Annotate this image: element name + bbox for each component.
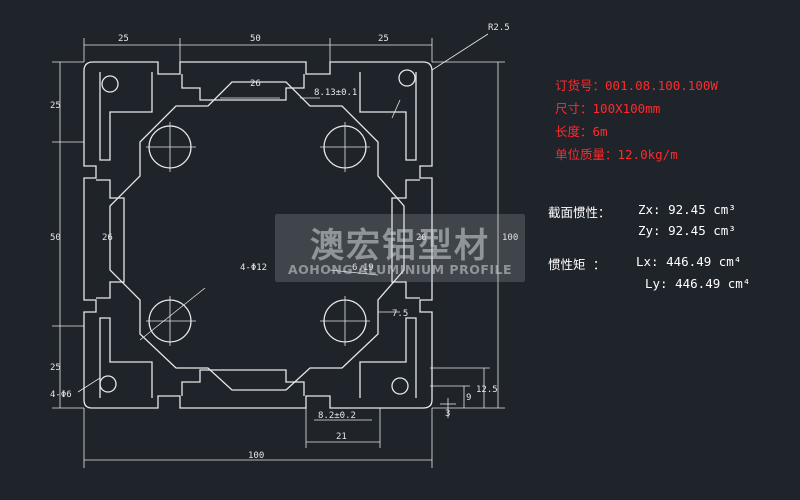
weight-row: 单位质量：12.0kg/m [555, 144, 678, 163]
corner-channel-br [359, 317, 417, 398]
label-wall: 6.19 [352, 263, 374, 273]
corner-hole-bl [99, 375, 117, 393]
zx-value: Zx: 92.45 cm³ [638, 202, 736, 217]
label-slot-top: 8.13±0.1 [314, 88, 357, 98]
watermark-cn: 澳宏铝型材 [310, 226, 490, 266]
dim-top-left: 25 [118, 34, 129, 44]
dim-top-right: 25 [378, 34, 389, 44]
dimension-lines: 25 50 25 25 50 25 100 100 R2.5 26 26 26 … [50, 23, 518, 468]
dim-bottom: 100 [248, 451, 264, 461]
label-rib: 7.5 [392, 309, 408, 319]
size-label: 尺寸： [555, 101, 593, 116]
label-d1: 12.5 [476, 385, 498, 395]
size-row: 尺寸：100X100mm [555, 98, 660, 117]
corner-channel-bl [99, 317, 153, 398]
ly-value: Ly: 446.49 cm⁴ [645, 276, 751, 291]
moment-label: 惯性矩 ： [548, 257, 606, 272]
length-row: 长度：6m [555, 121, 608, 140]
outer-contour [83, 61, 433, 409]
label-top-width: 26 [250, 79, 261, 89]
corner-hole-tr [398, 69, 416, 87]
slot-bottom [181, 369, 305, 396]
center-lines [139, 122, 370, 346]
zy-value: Zy: 92.45 cm³ [638, 223, 736, 238]
slot-right [391, 179, 420, 299]
slot-top [181, 74, 305, 101]
section-label: 截面惯性： [548, 205, 611, 220]
corner-channel-tr [359, 72, 417, 161]
watermark-en: AOHONG ALUMINIUM PROFILE [287, 262, 513, 277]
label-hole: 4-Φ12 [240, 263, 267, 273]
label-corner-hole: 4-Φ6 [50, 390, 72, 400]
weight-value: 12.0kg/m [617, 147, 678, 162]
size-value: 100X100mm [592, 101, 661, 116]
dim-left-mid: 50 [50, 233, 61, 243]
order-row: 订货号：001.08.100.100W [555, 75, 718, 94]
label-d2: 9 [466, 393, 471, 403]
dim-right: 100 [502, 233, 518, 243]
radius-label: R2.5 [488, 23, 510, 33]
center-cavity [109, 81, 405, 391]
dim-left-top: 25 [50, 101, 61, 111]
label-bottom-width: 21 [336, 432, 347, 442]
corner-hole-tl [101, 75, 119, 93]
label-right-width: 26 [416, 233, 427, 243]
dim-left-bottom: 25 [50, 363, 61, 373]
label-d3: 3 [445, 409, 450, 419]
length-value: 6m [592, 124, 608, 139]
corner-hole-br [391, 377, 409, 395]
corner-channel-tl [99, 72, 153, 161]
order-value: 001.08.100.100W [605, 78, 718, 93]
weight-label: 单位质量： [555, 147, 618, 162]
slot-left [96, 179, 125, 299]
lx-value: Lx: 446.49 cm⁴ [636, 254, 742, 269]
order-label: 订货号： [555, 78, 606, 93]
dim-top-mid: 50 [250, 34, 261, 44]
watermark: 澳宏铝型材 AOHONG ALUMINIUM PROFILE [275, 214, 525, 282]
label-slot-bottom: 8.2±0.2 [318, 411, 356, 421]
label-left-width: 26 [102, 233, 113, 243]
length-label: 长度： [555, 124, 593, 139]
